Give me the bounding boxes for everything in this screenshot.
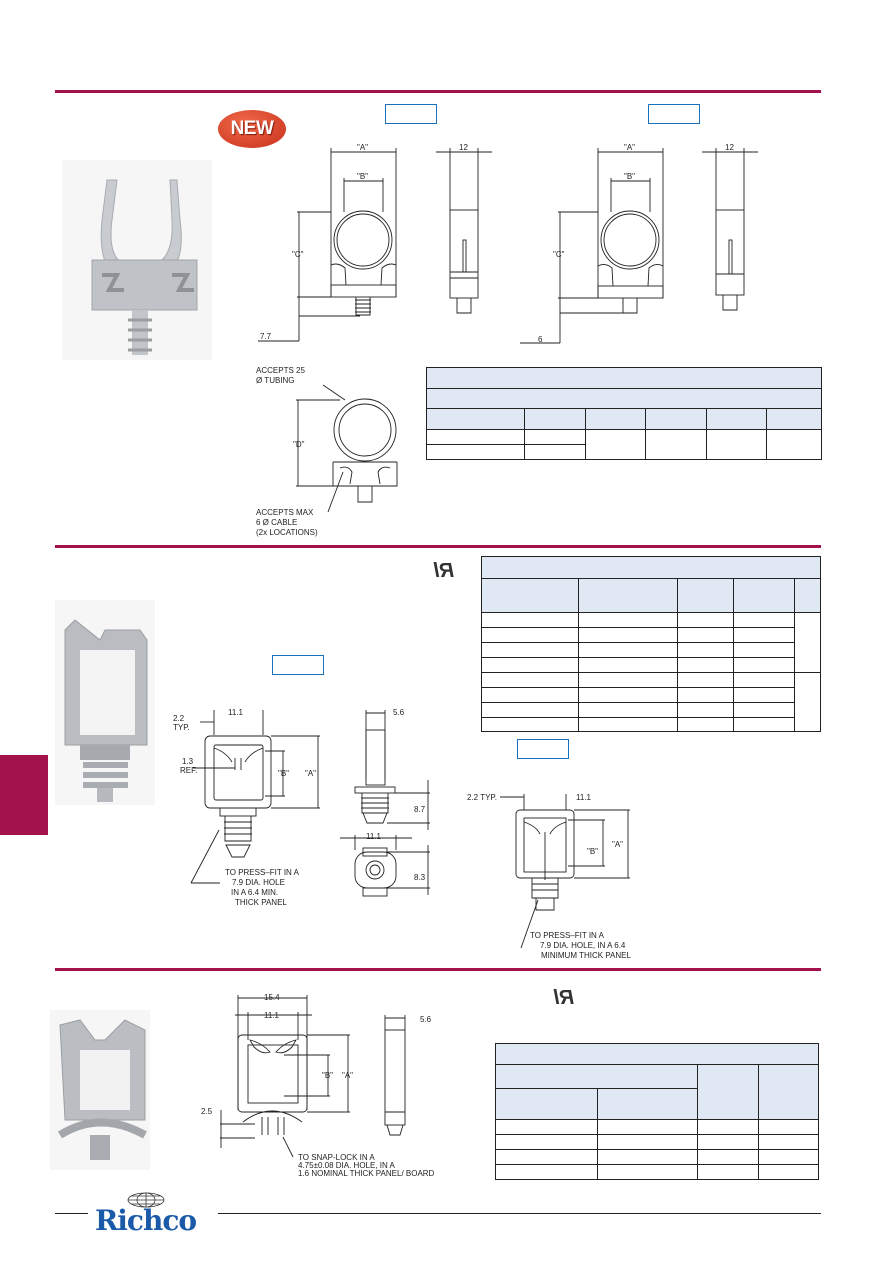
note-text: (2x LOCATIONS) — [256, 528, 318, 537]
drawing-press-fit-front — [190, 710, 320, 884]
drawing-press-fit-side — [340, 710, 430, 897]
dim-label-b: "B" — [322, 1071, 333, 1080]
note-text: Ø TUBING — [256, 376, 295, 385]
product-photo-tubing-clip — [62, 160, 212, 360]
drawing-press-fit-front-b — [500, 794, 630, 949]
dim-label: 2.5 — [201, 1107, 213, 1116]
note-text: ACCEPTS MAX — [256, 508, 314, 517]
dim-label-b: "B" — [357, 172, 368, 181]
dim-label-outer: 15.4 — [264, 993, 280, 1002]
dim-label-inner: 11.1 — [264, 1011, 280, 1020]
drawing-snap-lock-clip — [220, 995, 406, 1158]
dim-label-a: "A" — [305, 769, 316, 778]
note-text: TO PRESS–FIT IN A — [225, 868, 300, 877]
part-number-box-2 — [648, 104, 700, 124]
footer-rule-right — [218, 1213, 821, 1214]
note-text: 1.6 NOMINAL THICK PANEL/ BOARD — [298, 1169, 435, 1178]
note-text: 7.9 DIA. HOLE, IN A 6.4 — [540, 941, 626, 950]
dim-label-bottom: 6 — [538, 335, 543, 344]
dim-label-a: "A" — [624, 143, 635, 152]
note-text: 4.75±0.08 DIA. HOLE, IN A — [298, 1161, 396, 1170]
dim-label-a: "A" — [357, 143, 368, 152]
dim-label: 2.2 — [173, 714, 185, 723]
new-badge: NEW — [218, 110, 286, 148]
note-text: MINIMUM THICK PANEL — [541, 951, 631, 960]
dim-label-base: 11.1 — [366, 832, 382, 841]
footer-rule-left — [55, 1213, 88, 1214]
note-text: 7.9 DIA. HOLE — [232, 878, 285, 887]
drawing-tubing-clip-capacity — [296, 384, 398, 513]
dim-label-height: 8.3 — [414, 873, 426, 882]
dim-label-a: "A" — [612, 840, 623, 849]
section-divider-2 — [55, 545, 821, 548]
brand-name: Richco — [95, 1204, 197, 1237]
note-text: IN A 6.4 MIN. — [231, 888, 278, 897]
dim-label-c: "C" — [553, 250, 565, 259]
drawing-tubing-clip-front-b — [520, 148, 758, 344]
section-divider-3 — [55, 968, 821, 971]
spec-table-tubing-clip — [426, 367, 822, 460]
spec-table-press-fit — [481, 556, 821, 732]
dim-label-b: "B" — [624, 172, 635, 181]
dim-label-width: 12 — [459, 143, 468, 152]
dim-label-a: "A" — [342, 1071, 353, 1080]
dim-label: TYP. — [173, 723, 190, 732]
richco-logo: Richco — [95, 1192, 210, 1237]
dim-label: 1.3 — [182, 757, 194, 766]
dim-label-width: 5.6 — [420, 1015, 432, 1024]
dim-label: 2.2 TYP. — [467, 793, 497, 802]
section-divider-top — [55, 90, 821, 93]
note-text: THICK PANEL — [235, 898, 287, 907]
spec-table-snap-lock — [495, 1043, 819, 1180]
drawing-tubing-clip-front-a — [258, 148, 492, 342]
dim-label-c: "C" — [292, 250, 304, 259]
dim-label-height: 8.7 — [414, 805, 426, 814]
dim-label-top: 11.1 — [576, 793, 592, 802]
part-number-box-3 — [272, 655, 324, 675]
dim-label-d: "D" — [293, 440, 305, 449]
note-text: 6 Ø CABLE — [256, 518, 297, 527]
note-text: TO PRESS–FIT IN A — [530, 931, 605, 940]
product-photo-press-fit-clip — [55, 600, 155, 805]
note-text: ACCEPTS 25 — [256, 366, 305, 375]
part-number-box-1 — [385, 104, 437, 124]
globe-icon — [127, 1192, 165, 1208]
dim-label-top: 11.1 — [228, 708, 244, 717]
chapter-tab — [0, 755, 48, 835]
note-text: TO SNAP-LOCK IN A — [298, 1153, 375, 1162]
dim-label-width: 5.6 — [393, 708, 405, 717]
dim-label-b: "B" — [278, 769, 289, 778]
part-number-box-4 — [517, 739, 569, 759]
dim-label-bottom: 7.7 — [260, 332, 272, 341]
dim-label: REF. — [180, 766, 197, 775]
dim-label-b: "B" — [587, 847, 598, 856]
product-photo-snap-lock-clip — [50, 1010, 150, 1170]
dim-label-width: 12 — [725, 143, 734, 152]
